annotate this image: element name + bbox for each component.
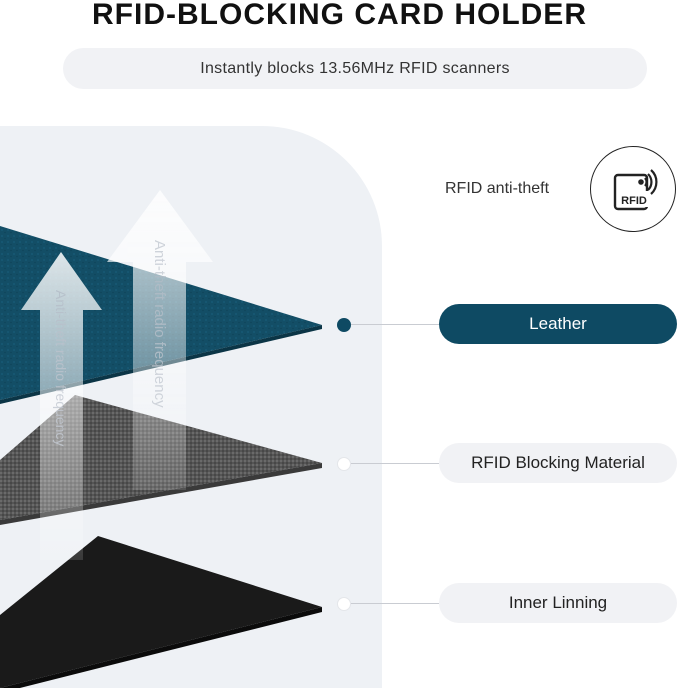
inner-lining-marker-dot — [337, 597, 351, 611]
rfid-badge: RFID — [590, 146, 676, 232]
blocking-material-connector-line — [351, 463, 439, 464]
inner-lining-label: Inner Linning — [508, 593, 608, 612]
blocking-material-label-pill: RFID Blocking Material — [439, 443, 677, 483]
radio-wave-arrow-front: Anti-theft radio frequency — [21, 252, 102, 560]
arrow-text-front: Anti-theft radio frequency — [53, 290, 69, 446]
blocking-material-label: RFID Blocking Material — [471, 453, 645, 472]
leather-marker-dot — [337, 318, 351, 332]
subtitle-text: Instantly blocks 13.56MHz RFID scanners — [200, 59, 510, 77]
page-title: RFID-BLOCKING CARD HOLDER — [92, 0, 587, 31]
rfid-signal-icon: RFID — [613, 169, 658, 211]
blocking-material-marker-dot — [337, 457, 351, 471]
leather-connector-line — [351, 324, 439, 325]
arrow-text-back: Anti-theft radio frequency — [151, 240, 168, 408]
rfid-icon-text: RFID — [621, 195, 647, 207]
inner-lining-connector-line — [351, 603, 439, 604]
subtitle-banner: Instantly blocks 13.56MHz RFID scanners — [63, 48, 647, 89]
inner-lining-label-pill: Inner Linning — [439, 583, 677, 623]
leather-label: Leather — [529, 314, 587, 333]
rfid-anti-theft-label: RFID anti-theft — [445, 180, 550, 197]
leather-label-pill: Leather — [439, 304, 677, 344]
radio-wave-arrow-back: Anti-theft radio frequency — [107, 190, 213, 490]
inner-lining-layer — [0, 536, 322, 688]
